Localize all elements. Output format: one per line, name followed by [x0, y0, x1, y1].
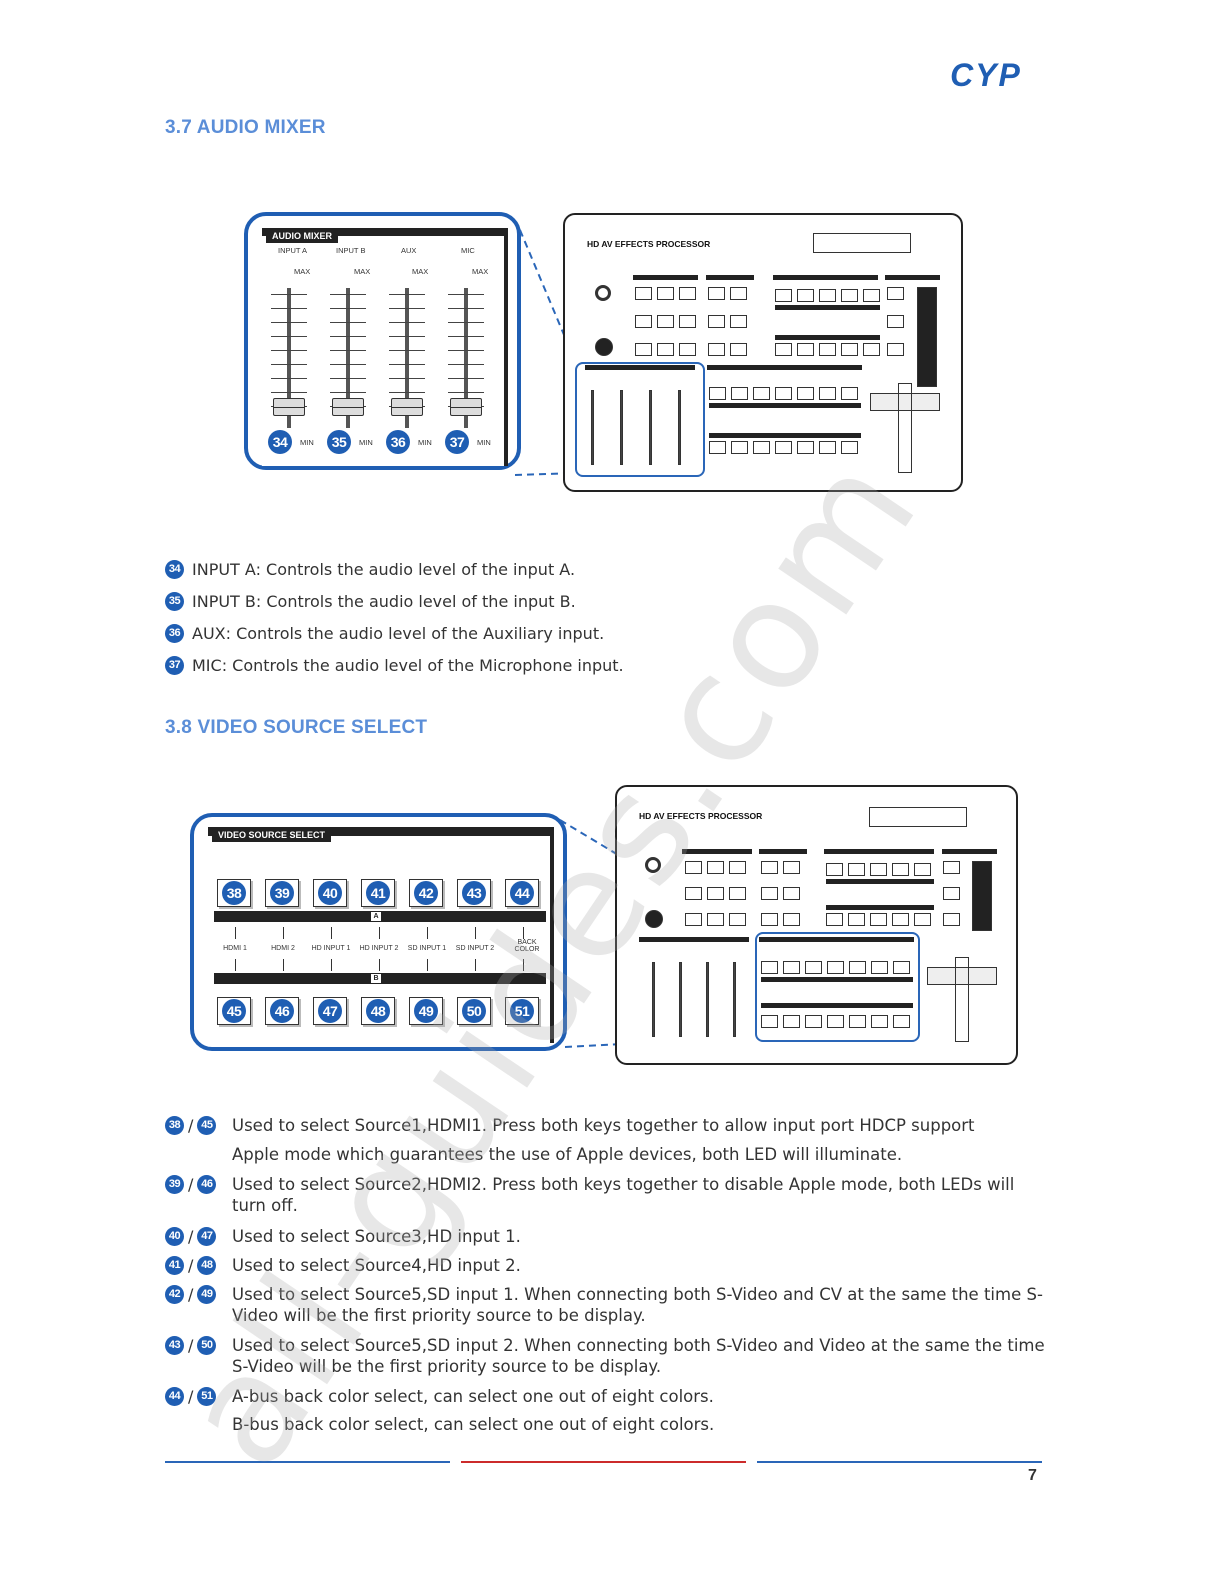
- max-label: MAX: [472, 267, 489, 276]
- desc-input-b: 35 INPUT B: Controls the audio level of …: [165, 592, 576, 611]
- item-41-48: 41/48 Used to select Source4,HD input 2.: [165, 1255, 1045, 1276]
- source-button-50[interactable]: 50: [457, 997, 491, 1025]
- source-label-sd-input-2: SD INPUT 2: [455, 945, 495, 952]
- fader-mic[interactable]: [448, 288, 484, 428]
- source-button-51[interactable]: 51: [505, 997, 539, 1025]
- fader-aux[interactable]: [389, 288, 425, 428]
- badge-35: 35: [327, 430, 351, 454]
- source-label-hdmi1: HDMI 1: [223, 945, 247, 952]
- bus-a-letter: A: [371, 912, 381, 921]
- source-button-46[interactable]: 46: [265, 997, 299, 1025]
- min-label: MIN: [418, 437, 432, 447]
- source-button-38[interactable]: 38: [217, 879, 251, 907]
- page-number: 7: [1028, 1467, 1037, 1484]
- footer-line-left: [165, 1461, 450, 1463]
- item-40-47: 40/47 Used to select Source3,HD input 1.: [165, 1226, 1045, 1247]
- source-button-48[interactable]: 48: [361, 997, 395, 1025]
- footer-line-middle: [461, 1461, 746, 1463]
- device-illustration-bottom: HD AV EFFECTS PROCESSOR: [615, 785, 1018, 1065]
- source-label-back-color: BACK COLOR: [514, 939, 540, 953]
- channel-label-mic: MIC: [461, 246, 475, 255]
- item-39-46: 39/46 Used to select Source2,HDMI2. Pres…: [165, 1174, 1045, 1216]
- channel-label-input-a: INPUT A: [278, 246, 308, 255]
- section-title-audio-mixer: 3.7 AUDIO MIXER: [165, 117, 326, 138]
- fader-knob[interactable]: [391, 398, 423, 416]
- badge-36: 36: [386, 430, 410, 454]
- badge-34: 34: [268, 430, 292, 454]
- fader-input-a[interactable]: [271, 288, 307, 428]
- channel-label-aux: AUX: [401, 246, 417, 255]
- min-label: MIN: [477, 437, 491, 447]
- max-label: MAX: [354, 267, 371, 276]
- source-label-hd-input-2: HD INPUT 2: [359, 945, 399, 952]
- t-bar: [927, 957, 997, 1042]
- source-button-43[interactable]: 43: [457, 879, 491, 907]
- max-label: MAX: [412, 267, 429, 276]
- min-label: MIN: [300, 437, 314, 447]
- audio-mixer-zoom-panel: AUDIO MIXER INPUT A INPUT B AUX MIC MAX …: [244, 212, 521, 470]
- item-43-50: 43/50 Used to select Source5,SD input 2.…: [165, 1335, 1045, 1377]
- desc-aux: 36 AUX: Controls the audio level of the …: [165, 624, 604, 643]
- section-title-video-source-select: 3.8 VIDEO SOURCE SELECT: [165, 717, 428, 738]
- desc-mic: 37 MIC: Controls the audio level of the …: [165, 656, 624, 675]
- source-button-45[interactable]: 45: [217, 997, 251, 1025]
- desc-input-a: 34 INPUT A: Controls the audio level of …: [165, 560, 575, 579]
- source-button-44[interactable]: 44: [505, 879, 539, 907]
- video-source-header: VIDEO SOURCE SELECT: [212, 828, 332, 842]
- video-source-highlight: [755, 932, 920, 1042]
- badge-37: 37: [445, 430, 469, 454]
- max-label: MAX: [294, 267, 311, 276]
- source-button-49[interactable]: 49: [409, 997, 443, 1025]
- item-44-51: 44/51 A-bus back color select, can selec…: [165, 1386, 1045, 1435]
- device-title: HD AV EFFECTS PROCESSOR: [587, 239, 711, 249]
- video-source-zoom-panel: VIDEO SOURCE SELECT 38 39 40 41 42 43 44…: [190, 813, 567, 1051]
- footer-line-right: [757, 1461, 1042, 1463]
- fader-knob[interactable]: [450, 398, 482, 416]
- audio-mixer-header: AUDIO MIXER: [266, 229, 339, 243]
- source-label-sd-input-1: SD INPUT 1: [407, 945, 447, 952]
- bus-b-letter: B: [371, 974, 381, 983]
- source-button-42[interactable]: 42: [409, 879, 443, 907]
- logo-text: CYP: [950, 60, 1022, 90]
- source-button-41[interactable]: 41: [361, 879, 395, 907]
- min-label: MIN: [359, 437, 373, 447]
- source-button-40[interactable]: 40: [313, 879, 347, 907]
- fader-knob[interactable]: [332, 398, 364, 416]
- device-illustration-top: HD AV EFFECTS PROCESSOR: [563, 213, 963, 492]
- fader-input-b[interactable]: [330, 288, 366, 428]
- source-button-39[interactable]: 39: [265, 879, 299, 907]
- fader-knob[interactable]: [273, 398, 305, 416]
- source-label-hdmi2: HDMI 2: [271, 945, 295, 952]
- source-label-hd-input-1: HD INPUT 1: [311, 945, 351, 952]
- item-38-45: 38/45 Used to select Source1,HDMI1. Pres…: [165, 1115, 1045, 1165]
- cyp-logo: CYP: [950, 60, 1022, 90]
- device-title: HD AV EFFECTS PROCESSOR: [639, 811, 763, 821]
- t-bar: [870, 383, 940, 473]
- source-button-47[interactable]: 47: [313, 997, 347, 1025]
- channel-label-input-b: INPUT B: [336, 246, 366, 255]
- item-42-49: 42/49 Used to select Source5,SD input 1.…: [165, 1284, 1045, 1326]
- audio-mixer-highlight: [575, 362, 705, 477]
